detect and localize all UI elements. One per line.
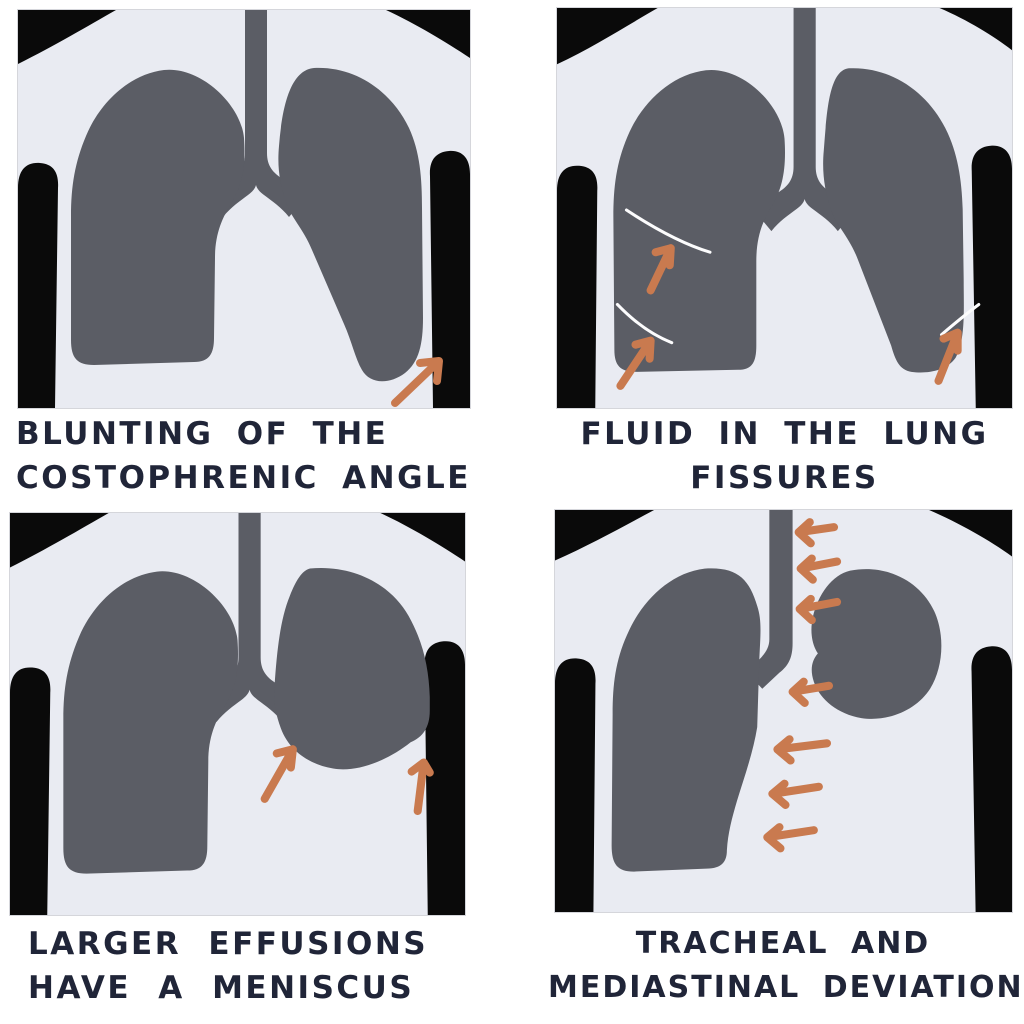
shoulder-cutout-right bbox=[939, 8, 1012, 51]
deviated-trachea-shape bbox=[746, 510, 793, 689]
trachea-shape bbox=[756, 8, 853, 232]
side-band-left bbox=[18, 162, 59, 408]
caption-line: FISSURES bbox=[690, 460, 879, 496]
caption-line: LARGER EFFUSIONS bbox=[28, 926, 429, 962]
annotation-arrow-icon bbox=[646, 244, 675, 295]
caption-line: HAVE A MENISCUS bbox=[28, 970, 415, 1006]
caption-deviation: TRACHEAL AND MEDIASTINAL DEVIATION bbox=[548, 922, 1024, 1010]
annotation-arrow-icon bbox=[934, 328, 962, 385]
shoulder-cutout-right bbox=[380, 513, 465, 562]
trachea-shape bbox=[201, 513, 298, 723]
caption-line: COSTOPHRENIC ANGLE bbox=[16, 460, 471, 496]
left-lung-shape-meniscus bbox=[273, 568, 430, 770]
fissure-line bbox=[940, 302, 981, 337]
xray-illustration-deviation bbox=[555, 510, 1012, 912]
left-lung-shape-blunted-angle bbox=[278, 67, 423, 382]
annotation-arrow-icon bbox=[794, 518, 839, 548]
annotation-arrow-icon bbox=[391, 357, 443, 407]
right-lung-shape bbox=[63, 571, 239, 874]
shoulder-cutout-left bbox=[557, 8, 658, 65]
side-band-right bbox=[971, 145, 1012, 408]
annotation-arrow-icon bbox=[616, 336, 655, 390]
caption-line: BLUNTING OF THE bbox=[16, 416, 389, 452]
left-lung-shape bbox=[823, 68, 964, 373]
deviated-mediastinum-shape bbox=[811, 569, 942, 719]
annotation-arrow-icon bbox=[768, 779, 823, 809]
right-lung-shape bbox=[613, 70, 786, 372]
side-band-right bbox=[971, 646, 1012, 912]
caption-fissures: FLUID IN THE LUNG FISSURES bbox=[557, 412, 1012, 500]
side-band-left bbox=[555, 658, 596, 912]
fissure-line bbox=[615, 302, 674, 345]
shoulder-cutout-right bbox=[929, 510, 1012, 557]
shoulder-cutout-left bbox=[18, 10, 116, 64]
panel-deviation bbox=[555, 510, 1012, 912]
right-lung-shape bbox=[71, 69, 245, 366]
xray-illustration-blunting bbox=[18, 10, 470, 408]
side-band-right bbox=[429, 150, 470, 408]
right-lung-shape bbox=[611, 568, 761, 872]
annotation-arrow-icon bbox=[763, 823, 818, 853]
panel-meniscus bbox=[10, 513, 465, 915]
annotation-arrow-icon bbox=[773, 735, 832, 765]
shoulder-cutout-left bbox=[10, 513, 109, 568]
shoulder-cutout-right bbox=[386, 10, 470, 58]
panel-blunting-costophrenic-angle bbox=[18, 10, 470, 408]
xray-illustration-meniscus bbox=[10, 513, 465, 915]
caption-meniscus: LARGER EFFUSIONS HAVE A MENISCUS bbox=[28, 922, 488, 1010]
side-band-left bbox=[10, 667, 51, 915]
fissure-line bbox=[624, 208, 712, 254]
annotation-arrow-icon bbox=[407, 758, 434, 816]
caption-line: FLUID IN THE LUNG bbox=[580, 416, 989, 452]
side-band-right bbox=[424, 641, 465, 915]
shoulder-cutout-left bbox=[555, 510, 655, 561]
side-band-left bbox=[557, 165, 598, 408]
caption-line: TRACHEAL AND bbox=[635, 926, 931, 961]
annotation-arrow-icon bbox=[260, 745, 297, 803]
xray-illustration-fissures bbox=[557, 8, 1012, 408]
annotation-arrow-icon bbox=[796, 554, 842, 584]
annotation-arrow-icon bbox=[788, 677, 834, 707]
caption-line: MEDIASTINAL DEVIATION bbox=[548, 970, 1024, 1005]
caption-blunting: BLUNTING OF THE COSTOPHRENIC ANGLE bbox=[16, 412, 486, 500]
annotation-arrow-icon bbox=[795, 594, 842, 625]
panel-fluid-in-fissures bbox=[557, 8, 1012, 408]
trachea-shape bbox=[208, 10, 304, 217]
